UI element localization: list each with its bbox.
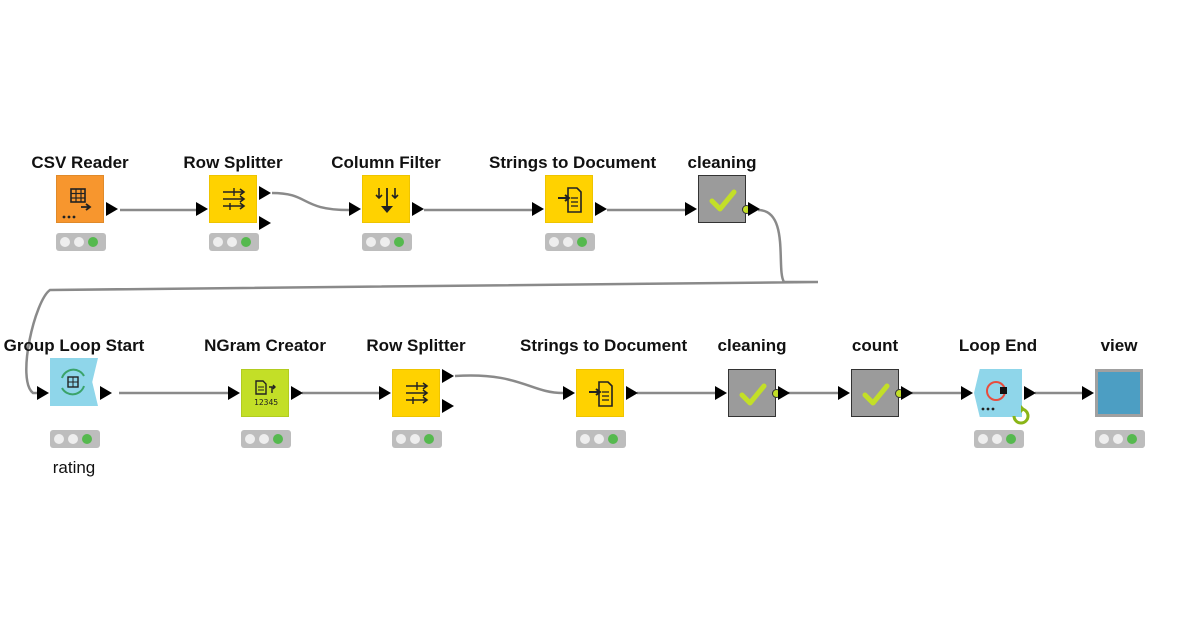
- node-body[interactable]: [392, 369, 440, 417]
- output-port-top[interactable]: [259, 186, 271, 200]
- node-cleaning-1[interactable]: cleaning: [642, 153, 802, 293]
- status-traffic-light: [576, 430, 626, 448]
- split-arrows-icon: [223, 188, 246, 210]
- node-column-filter[interactable]: Column Filter: [306, 153, 466, 293]
- checkmark-icon: [739, 383, 767, 406]
- node-body[interactable]: [728, 369, 776, 417]
- node-body[interactable]: [209, 175, 257, 223]
- output-port-bottom[interactable]: [259, 216, 271, 230]
- input-port[interactable]: [349, 202, 361, 216]
- status-traffic-light: [241, 430, 291, 448]
- node-label: view: [1100, 336, 1138, 355]
- document-import-icon: [589, 381, 613, 407]
- node-label: CSV Reader: [31, 153, 129, 172]
- node-label: Row Splitter: [366, 336, 466, 355]
- node-row-splitter-2[interactable]: Row Splitter: [336, 336, 496, 476]
- node-body[interactable]: [1095, 369, 1143, 417]
- input-port[interactable]: [37, 386, 49, 400]
- node-ngram-creator[interactable]: NGram Creator 12345: [185, 336, 345, 476]
- node-body[interactable]: [362, 175, 410, 223]
- loop-start-icon: [61, 368, 85, 396]
- input-port[interactable]: [1082, 386, 1094, 400]
- connection-rowsplit-colfilter[interactable]: [271, 191, 350, 212]
- connection-rowsplit-std[interactable]: [454, 374, 564, 395]
- status-traffic-light: [56, 233, 106, 251]
- node-label: Loop End: [958, 336, 1038, 355]
- connection-lines: [25, 191, 1083, 395]
- node-body[interactable]: [974, 369, 1022, 417]
- output-port[interactable]: [412, 202, 424, 216]
- node-group-loop-start[interactable]: Group Loop Start rating: [0, 336, 154, 477]
- connection-cleaning-loopstart[interactable]: [25, 208, 819, 395]
- node-body[interactable]: [851, 369, 899, 417]
- checkmark-icon: [709, 189, 737, 212]
- node-strings-to-document-2[interactable]: Strings to Document: [520, 336, 688, 476]
- node-row-splitter-1[interactable]: Row Splitter: [153, 153, 313, 293]
- status-traffic-light: [50, 430, 100, 448]
- output-port-top[interactable]: [442, 369, 454, 383]
- node-label: count: [851, 336, 899, 355]
- node-body[interactable]: 12345: [241, 369, 289, 417]
- checkmark-icon: [862, 383, 890, 406]
- loop-refresh-icon: [1012, 405, 1030, 425]
- node-count[interactable]: count: [795, 336, 955, 476]
- input-port[interactable]: [838, 386, 850, 400]
- output-port-bottom[interactable]: [442, 399, 454, 413]
- input-port[interactable]: [379, 386, 391, 400]
- input-port[interactable]: [532, 202, 544, 216]
- output-port[interactable]: [106, 202, 118, 216]
- node-body[interactable]: [56, 175, 104, 223]
- node-strings-to-document-1[interactable]: Strings to Document: [489, 153, 657, 293]
- document-import-icon: [558, 187, 582, 213]
- input-port[interactable]: [961, 386, 973, 400]
- loop-end-icon: [981, 381, 1007, 411]
- status-traffic-light: [362, 233, 412, 251]
- output-port[interactable]: [901, 386, 913, 400]
- input-port[interactable]: [685, 202, 697, 216]
- node-view[interactable]: view: [1039, 336, 1199, 476]
- node-label: NGram Creator: [204, 336, 326, 355]
- node-body[interactable]: [50, 358, 98, 406]
- node-label: Strings to Document: [520, 336, 688, 355]
- input-port[interactable]: [228, 386, 240, 400]
- output-port[interactable]: [1024, 386, 1036, 400]
- split-arrows-icon: [406, 382, 429, 404]
- node-annotation: rating: [52, 458, 96, 477]
- status-traffic-light: [1095, 430, 1145, 448]
- output-port[interactable]: [100, 386, 112, 400]
- node-body[interactable]: [698, 175, 746, 223]
- node-label: Strings to Document: [489, 153, 657, 172]
- node-label: cleaning: [687, 153, 757, 172]
- node-label: Column Filter: [331, 153, 441, 172]
- filter-arrows-icon: [375, 188, 399, 213]
- node-csv-reader[interactable]: CSV Reader: [0, 153, 160, 293]
- status-traffic-light: [545, 233, 595, 251]
- ngram-icon: 12345: [254, 380, 278, 407]
- node-label: Row Splitter: [183, 153, 283, 172]
- output-port[interactable]: [748, 202, 760, 216]
- status-traffic-light: [209, 233, 259, 251]
- status-traffic-light: [974, 430, 1024, 448]
- node-body[interactable]: [545, 175, 593, 223]
- output-port[interactable]: [291, 386, 303, 400]
- node-label: cleaning: [717, 336, 787, 355]
- output-port[interactable]: [626, 386, 638, 400]
- input-port[interactable]: [715, 386, 727, 400]
- input-port[interactable]: [196, 202, 208, 216]
- ngram-digits: 12345: [254, 398, 278, 407]
- status-traffic-light: [392, 430, 442, 448]
- output-port[interactable]: [595, 202, 607, 216]
- node-label: Group Loop Start: [3, 336, 145, 355]
- node-loop-end[interactable]: Loop End: [918, 336, 1078, 476]
- table-read-icon: [62, 188, 92, 219]
- node-cleaning-2[interactable]: cleaning: [672, 336, 832, 476]
- output-port[interactable]: [778, 386, 790, 400]
- input-port[interactable]: [563, 386, 575, 400]
- node-body[interactable]: [576, 369, 624, 417]
